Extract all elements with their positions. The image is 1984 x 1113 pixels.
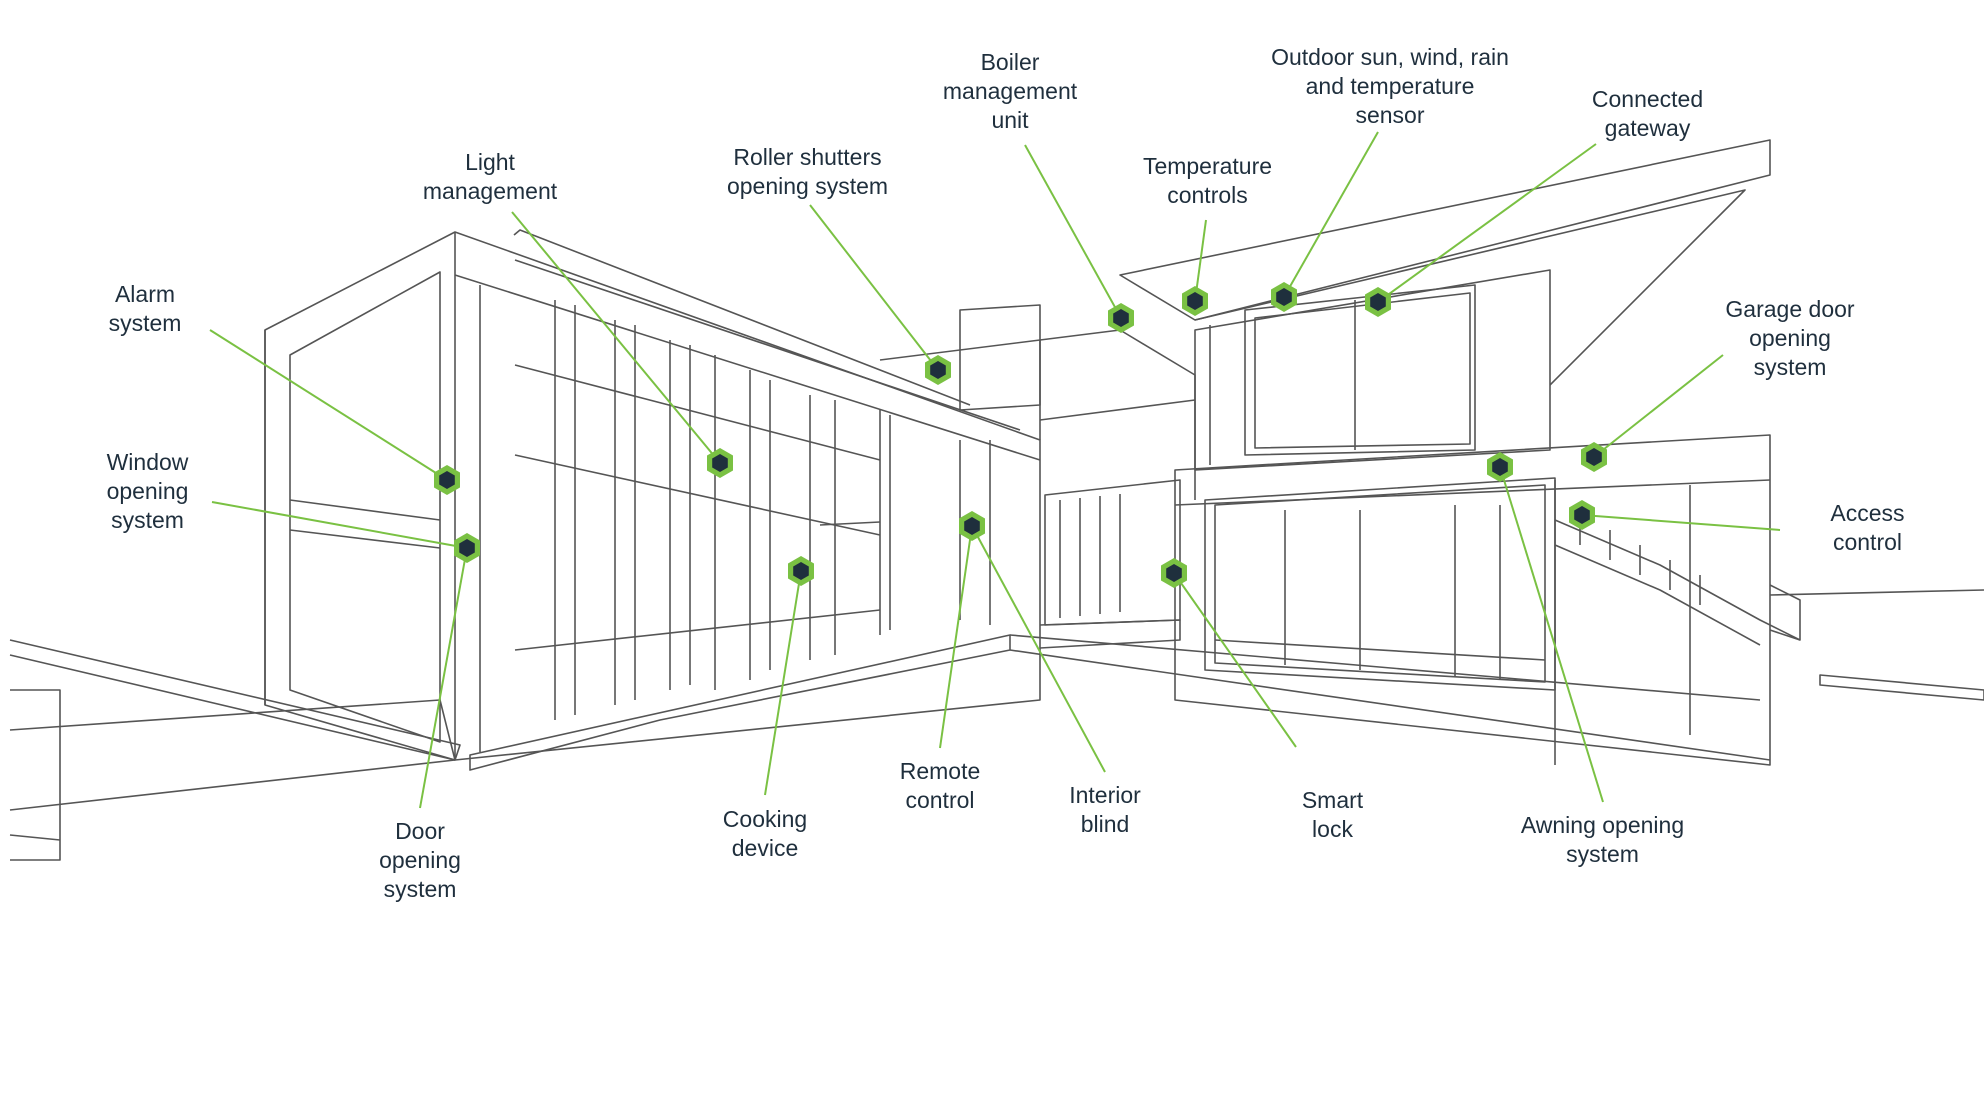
garage-door-opening-system-label: Garage door opening system — [1725, 296, 1855, 380]
light-management-label: Light management — [422, 149, 558, 204]
outdoor-sensor-label: Outdoor sun, wind, rain and temperature … — [1271, 44, 1509, 128]
window-opening-system-leader-line — [211, 501, 468, 549]
roller-shutters-opening-system-marker-icon[interactable] — [925, 355, 951, 385]
door-opening-system-leader-line — [419, 547, 468, 809]
interior-blind-label: Interior blind — [1069, 782, 1141, 837]
alarm-system-marker-icon[interactable] — [434, 465, 460, 495]
awning-opening-system-leader-line — [1499, 466, 1604, 803]
remote-control-label: Remote control — [899, 758, 981, 813]
boiler-management-unit-label: Boiler management unit — [942, 49, 1078, 133]
alarm-system-leader-line — [209, 329, 448, 481]
cooking-device-leader-line — [764, 570, 802, 796]
awning-opening-system-label: Awning opening system — [1520, 812, 1685, 867]
temperature-controls-marker-icon[interactable] — [1182, 286, 1208, 316]
garage-door-opening-system-leader-line — [1593, 354, 1724, 458]
awning-opening-system-marker-icon[interactable] — [1487, 452, 1513, 482]
connected-gateway-label: Connected gateway — [1591, 86, 1704, 141]
roller-shutters-opening-system-label: Roller shutters opening system — [726, 144, 889, 199]
smart-lock-marker-icon[interactable] — [1161, 558, 1187, 588]
garage-door-opening-system-marker-icon[interactable] — [1581, 442, 1607, 472]
light-management-marker-icon[interactable] — [707, 448, 733, 478]
boiler-management-unit-marker-icon[interactable] — [1108, 303, 1134, 333]
window-opening-system-label: Window opening system — [106, 449, 189, 533]
light-management-leader-line — [511, 211, 721, 464]
roller-shutters-opening-system-leader-line — [809, 204, 939, 371]
temperature-controls-label: Temperature controls — [1142, 153, 1273, 208]
outdoor-sensor-leader-line — [1283, 131, 1379, 298]
access-control-label: Access control — [1830, 500, 1905, 555]
remote-control-leader-line — [939, 525, 973, 749]
remote-control-marker-icon[interactable] — [959, 511, 985, 541]
interior-blind-leader-line — [971, 525, 1106, 773]
boiler-management-unit-leader-line — [1024, 144, 1122, 319]
cooking-device-label: Cooking device — [722, 806, 808, 861]
cooking-device-marker-icon[interactable] — [788, 556, 814, 586]
smart-lock-label: Smart lock — [1301, 787, 1364, 842]
smart-lock-leader-line — [1173, 572, 1297, 748]
access-control-marker-icon[interactable] — [1569, 500, 1595, 530]
connected-gateway-leader-line — [1377, 143, 1597, 303]
window-opening-system-marker-icon[interactable] — [454, 533, 480, 563]
alarm-system-label: Alarm system — [108, 281, 182, 336]
outdoor-sensor-marker-icon[interactable] — [1271, 282, 1297, 312]
access-control-leader-line — [1581, 514, 1781, 531]
door-opening-system-label: Door opening system — [379, 818, 461, 902]
connected-gateway-marker-icon[interactable] — [1365, 287, 1391, 317]
